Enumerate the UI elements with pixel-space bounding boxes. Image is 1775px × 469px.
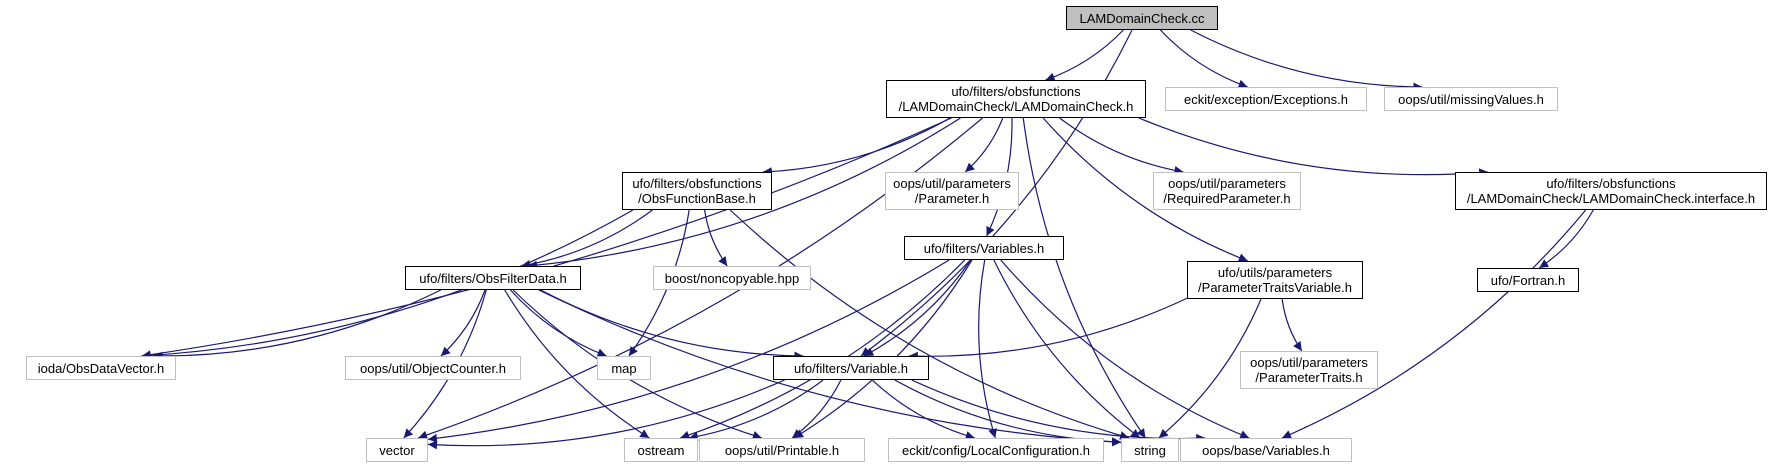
edge-lamdomaincheck_h-to-ioda_obsdatavector <box>141 117 952 360</box>
node-std-string: string <box>1121 438 1179 462</box>
edge-obs_function_base-to-std_string <box>729 209 1130 440</box>
node-oops-required-parameter: oops/util/parameters /RequiredParameter.… <box>1153 172 1301 210</box>
node-lamdomaincheck-h[interactable]: ufo/filters/obsfunctions /LAMDomainCheck… <box>886 80 1146 118</box>
node-label-line: ufo/filters/obsfunctions <box>951 84 1081 99</box>
node-label-line: ufo/filters/obsfunctions <box>1546 176 1676 191</box>
edge-lamdomaincheck_interface-to-ufo_fortran <box>1538 209 1594 269</box>
node-label-line: ufo/filters/Variable.h <box>794 360 908 376</box>
node-label-line: oops/util/parameters <box>1168 176 1286 191</box>
node-label-line: LAMDomainCheck.cc <box>1079 10 1205 26</box>
edge-obs_function_base-to-boost_noncopyable <box>704 209 728 267</box>
edge-ufo_variable-to-std_vector <box>427 379 785 450</box>
node-lamdomaincheck-interface-h[interactable]: ufo/filters/obsfunctions /LAMDomainCheck… <box>1455 172 1767 210</box>
edge-ufo_variables-to-eckit_local_configuration <box>978 259 997 439</box>
edge-obs_filter_data-to-std_string <box>538 289 1122 447</box>
node-label-line: /LAMDomainCheck/LAMDomainCheck.interface… <box>1466 191 1756 206</box>
node-label-line: eckit/exception/Exceptions.h <box>1183 91 1349 107</box>
node-label-line: /LAMDomainCheck/LAMDomainCheck.h <box>898 99 1134 114</box>
edge-obs_filter_data-to-std_map <box>510 289 607 357</box>
node-label-line: boost/noncopyable.hpp <box>664 270 800 286</box>
node-label-line: ufo/Fortran.h <box>1490 272 1566 288</box>
edge-lamdomaincheck_h-to-obs_function_base <box>762 117 951 177</box>
node-oops-object-counter: oops/util/ObjectCounter.h <box>345 356 521 380</box>
node-label-line: ufo/filters/Variables.h <box>923 240 1045 256</box>
node-label-line: ufo/filters/obsfunctions <box>632 176 762 191</box>
node-ioda-obsdatavector: ioda/ObsDataVector.h <box>26 356 176 380</box>
edge-parameter_traits_variable-to-oops_parameter_traits <box>1281 298 1303 352</box>
edge-obs_filter_data-to-ioda_obsdatavector <box>153 289 441 361</box>
node-label-line: eckit/config/LocalConfiguration.h <box>902 442 1090 458</box>
edge-lamdomaincheck_h-to-std_string <box>1022 117 1146 439</box>
node-label-line: /ParameterTraits.h <box>1255 370 1363 385</box>
node-std-ostream: ostream <box>624 438 698 462</box>
node-parameter-traits-variable-h[interactable]: ufo/utils/parameters /ParameterTraitsVar… <box>1187 261 1363 299</box>
node-label-line: ioda/ObsDataVector.h <box>37 360 165 376</box>
node-label-line: ufo/utils/parameters <box>1217 265 1333 280</box>
edge-ufo_variable-to-std_string <box>894 379 1122 447</box>
edge-ufo_variables-to-std_string <box>993 259 1141 439</box>
node-label-line: /RequiredParameter.h <box>1163 191 1291 206</box>
edge-lamdomaincheck_h-to-lamdomaincheck_interface <box>1138 117 1489 178</box>
edge-lamdomaincheck_h-to-oops_required_parameter <box>1059 117 1184 175</box>
node-ufo-variables-h[interactable]: ufo/filters/Variables.h <box>904 236 1064 260</box>
edge-ufo_variables-to-oops_base_variables <box>1000 259 1250 439</box>
edge-parameter_traits_variable-to-std_string <box>1158 298 1262 439</box>
edge-layer <box>141 29 1594 450</box>
node-oops-parameter: oops/util/parameters /Parameter.h <box>885 172 1019 210</box>
edge-ufo_variables-to-std_vector <box>427 259 950 443</box>
node-label-line: vector <box>379 442 415 458</box>
edge-lamdomaincheck_h-to-obs_filter_data <box>528 117 961 270</box>
edge-obs_filter_data-to-std_ostream <box>504 289 650 439</box>
node-eckit-local-configuration: eckit/config/LocalConfiguration.h <box>888 438 1104 462</box>
node-boost-noncopyable: boost/noncopyable.hpp <box>653 266 811 290</box>
node-lamdomaincheck-cc: LAMDomainCheck.cc <box>1066 6 1218 30</box>
node-oops-parameter-traits: oops/util/parameters /ParameterTraits.h <box>1240 351 1378 389</box>
edge-ufo_variable-to-oops_printable <box>791 379 842 439</box>
node-obs-filter-data-h[interactable]: ufo/filters/ObsFilterData.h <box>405 266 581 290</box>
node-ufo-variable-h[interactable]: ufo/filters/Variable.h <box>773 356 929 380</box>
edge-parameter_traits_variable-to-ufo_variable <box>908 297 1188 361</box>
node-label-line: map <box>611 360 637 376</box>
edge-lamdomaincheck_cc-to-eckit_exceptions <box>1159 29 1248 89</box>
edge-obs_function_base-to-ioda_obsdatavector <box>141 209 634 360</box>
node-label-line: string <box>1134 442 1166 458</box>
node-label-line: /ObsFunctionBase.h <box>638 191 756 206</box>
node-label-line: ufo/filters/ObsFilterData.h <box>419 270 567 286</box>
node-label-line: oops/util/parameters <box>1250 355 1368 370</box>
node-label-line: oops/util/missingValues.h <box>1398 91 1544 107</box>
node-oops-base-variables: oops/base/Variables.h <box>1180 438 1352 462</box>
edge-ufo_variable-to-eckit_local_configuration <box>871 379 975 440</box>
edge-obs_function_base-to-obs_filter_data <box>521 209 653 269</box>
node-label-line: oops/util/parameters <box>893 176 1011 191</box>
node-eckit-exceptions: eckit/exception/Exceptions.h <box>1165 87 1367 111</box>
node-std-vector: vector <box>366 438 428 462</box>
node-label-line: ostream <box>637 442 685 458</box>
node-label-line: /ParameterTraitsVariable.h <box>1198 280 1352 295</box>
node-label-line: /Parameter.h <box>914 191 990 206</box>
edge-lamdomaincheck_cc-to-oops_missing_values <box>1190 29 1423 92</box>
edge-ufo_variable-to-std_ostream <box>688 379 824 441</box>
edge-lamdomaincheck_interface-to-oops_base_variables <box>1281 209 1587 439</box>
edge-obs_filter_data-to-oops_object_counter <box>440 289 486 357</box>
edge-lamdomaincheck_h-to-parameter_traits_variable <box>1042 117 1249 262</box>
edge-lamdomaincheck_h-to-oops_parameter <box>964 117 1004 173</box>
node-label-line: oops/util/Printable.h <box>724 442 840 458</box>
node-ufo-fortran-h[interactable]: ufo/Fortran.h <box>1477 268 1579 292</box>
node-label-line: oops/base/Variables.h <box>1202 442 1330 458</box>
edge-ufo_variable-to-oops_base_variables <box>911 379 1206 443</box>
node-label-line: oops/util/ObjectCounter.h <box>360 360 506 376</box>
node-std-map: map <box>597 356 651 380</box>
edge-lamdomaincheck_cc-to-lamdomaincheck_h <box>1045 29 1124 82</box>
node-oops-missing-values: oops/util/missingValues.h <box>1384 87 1558 111</box>
node-oops-printable: oops/util/Printable.h <box>699 438 865 462</box>
node-obs-function-base[interactable]: ufo/filters/obsfunctions /ObsFunctionBas… <box>622 172 772 210</box>
edge-ufo_variables-to-ufo_variable <box>864 259 972 357</box>
